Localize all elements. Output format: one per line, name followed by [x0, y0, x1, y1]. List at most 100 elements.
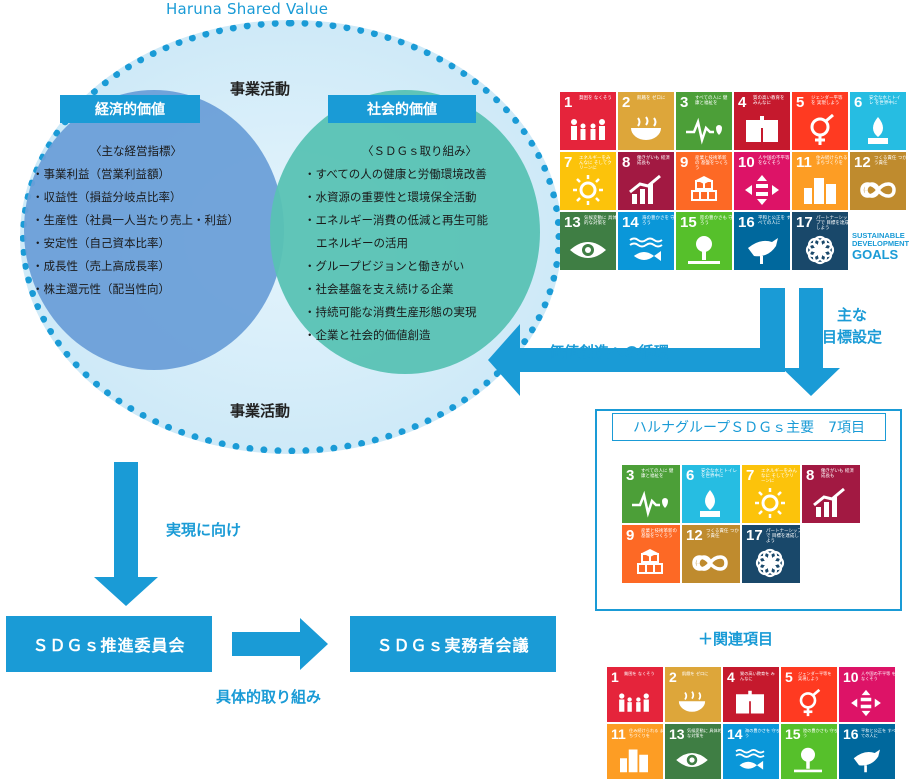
fish-icon — [629, 237, 663, 261]
economic-indicators: 〈主な経営指標〉 ・事業利益（営業利益額） ・収益性（損益分岐点比率） ・生産性… — [32, 140, 272, 301]
city-icon — [804, 178, 836, 204]
sdg-goal-text: 気候変動に 具体的な対策を — [584, 216, 616, 226]
sdg-goal-text: 平和と公正を すべての人に — [861, 728, 895, 738]
value-cycle-label: 価値創造への循環 — [549, 343, 670, 361]
sdg-goal-text: 海の豊かさを 守ろう — [642, 216, 674, 226]
sun-power-icon — [573, 175, 603, 205]
sdg-goal-text: 安全な水とトイレ を世界中に — [701, 469, 737, 479]
gender-icon — [799, 689, 821, 717]
sdg-goal-number: 4 — [738, 94, 747, 111]
sdg-goal-number: 6 — [686, 467, 695, 484]
down-arrow-icon — [782, 288, 840, 396]
sdg-goal-text: 貧困を なくそう — [579, 96, 612, 101]
sdg-goal-number: 3 — [680, 94, 689, 111]
sdg-goal-number: 7 — [564, 154, 573, 171]
social-item: ・エネルギー消費の低減と再生可能 — [304, 213, 488, 227]
sdg-goal-number: 13 — [564, 214, 581, 231]
heartbeat-icon — [686, 117, 722, 145]
sdg-goal-number: 1 — [564, 94, 573, 111]
related-items-title: ＋関連項目 — [698, 630, 774, 648]
sdg-goal-number: 13 — [669, 726, 685, 742]
sdg-goal-text: すべての人に 健康と福祉を — [695, 96, 728, 106]
sdg-goal-text: 安全な水とトイレ を世界中に — [869, 96, 901, 106]
cubes-icon — [637, 549, 663, 574]
sdg-goal-number: 17 — [796, 214, 813, 231]
economic-heading: 〈主な経営指標〉 — [90, 144, 182, 158]
sdg-goal-text: 産業と技術革新の 基盤をつくろう — [695, 156, 728, 171]
economic-item: ・安定性（自己資本比率） — [32, 236, 170, 250]
bowl-icon — [631, 116, 661, 140]
dove-icon — [748, 238, 778, 264]
sdg-goal-text: 質の高い教育を みんなに — [740, 671, 775, 681]
business-activity-label-bottom: 事業活動 — [230, 402, 291, 420]
sdg-goal-text: 貧困を なくそう — [624, 671, 655, 676]
sdg-goal-number: 5 — [796, 94, 805, 111]
left-arrow-icon — [488, 288, 785, 396]
sdg-goal-number: 9 — [626, 527, 635, 544]
growth-chart-icon — [813, 487, 845, 517]
tree-icon — [688, 236, 720, 264]
sdg-goal-text: パートナーシップで 目標を達成しよう — [816, 216, 848, 231]
sdg-goal-text: 住み続けられる まちづくりを — [816, 156, 848, 166]
sdg-goal-text: 働きがいも 経済成長も — [821, 469, 854, 479]
sdg-goal-number: 7 — [746, 467, 755, 484]
sdg-goal-number: 1 — [611, 669, 619, 685]
sdg-goal-text: パートナーシップで 目標を達成しよう — [766, 529, 800, 544]
sdg-goal-text: エネルギーをみんなに そしてクリーンに — [579, 156, 612, 171]
sdg-goal-text: 住み続けられる まちづくりを — [629, 728, 663, 738]
toward-realization-label: 実現に向け — [166, 521, 242, 539]
heartbeat-icon — [632, 490, 668, 518]
eye-earth-icon — [570, 242, 606, 258]
social-item: ・すべての人の健康と労働環境改善 — [304, 167, 487, 181]
social-item: エネルギーの活用 — [316, 236, 408, 250]
people-icon — [619, 693, 649, 712]
key-items-frame — [595, 409, 902, 611]
sdg-goal-number: 11 — [796, 154, 812, 171]
social-heading: 〈ＳＤＧｓ取り組み〉 — [362, 144, 477, 158]
social-item: ・企業と社会的価値創造 — [304, 328, 431, 342]
growth-chart-icon — [629, 174, 661, 204]
dove-icon — [853, 749, 880, 773]
main-goal-line2: 目標設定 — [822, 328, 883, 346]
sdg-goal-number: 14 — [622, 214, 639, 231]
sdg-goal-number: 10 — [843, 669, 859, 685]
cubes-icon — [691, 176, 717, 201]
sdg-goal-number: 17 — [746, 527, 763, 544]
sdg-goal-text: 飢餓を ゼロに — [682, 671, 709, 676]
sdg-goal-number: 16 — [738, 214, 755, 231]
tree-icon — [794, 747, 822, 773]
equality-icon — [851, 689, 881, 717]
economic-item: ・事業利益（営業利益額） — [32, 167, 170, 181]
social-value-label: 社会的価値 — [328, 95, 476, 123]
sdg-goal-number: 8 — [622, 154, 631, 171]
flower-icon — [805, 235, 835, 265]
sdg-goal-11-tile: 11 住み続けられる まちづくりを — [792, 152, 848, 210]
sdg-logo-text: DEVELOPMENT — [852, 239, 910, 248]
sdg-goal-text: すべての人に 健康と福祉を — [641, 469, 674, 479]
fish-icon — [735, 749, 765, 770]
sdg-goal-text: 平和と公正を すべての人に — [758, 216, 790, 226]
down-arrow-icon — [94, 462, 158, 606]
water-drop-icon — [700, 490, 720, 517]
